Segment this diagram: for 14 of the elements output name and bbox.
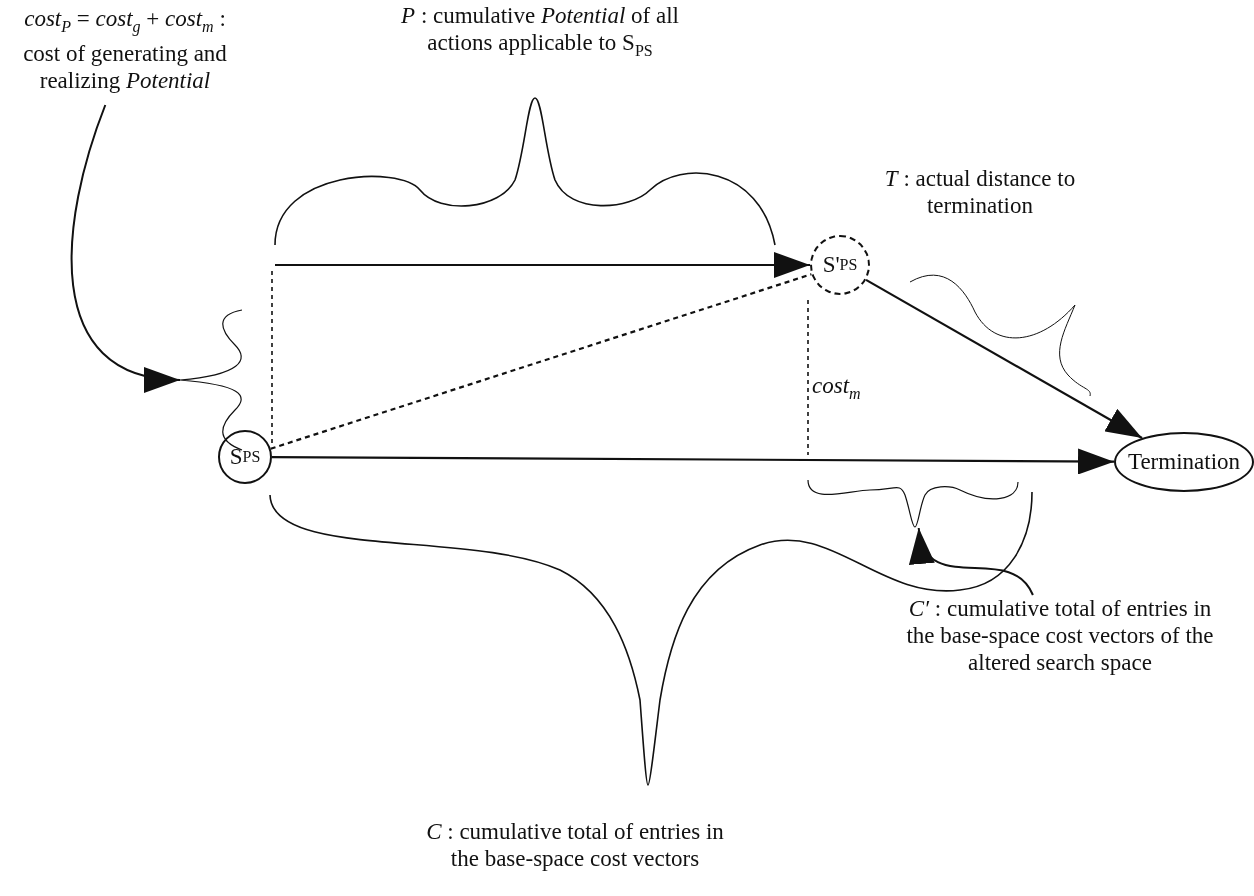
formula-text: cost$_{P}$ = cost$_{g}$ + cost$_{m}$ : — [23, 5, 227, 38]
note-text: cost of generating and realizing Potential — [22, 39, 228, 94]
annotation-text: C : cumulative total of entries in the base-space cost vectors — [425, 818, 725, 872]
wavy-curve — [179, 309, 243, 451]
arrow — [865, 278, 1143, 439]
arrow — [272, 448, 1114, 475]
arrow — [275, 252, 810, 278]
dip-curve — [807, 479, 1019, 528]
annotation-text: T : actual distance to termination — [883, 165, 1077, 219]
termination-ellipse: Termination — [1114, 432, 1254, 492]
annotation-text: P : cumulative Potential of all actions applicable to S$_{PS}$ — [400, 2, 680, 61]
callout-text: C′ : cumulative total of entries in the base-space cost vectors of the altered search space — [905, 595, 1215, 676]
annotation-text: cost$_{m}$ — [812, 372, 862, 404]
leader-line — [70, 104, 181, 390]
